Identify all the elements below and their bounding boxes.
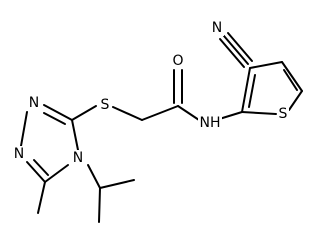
bond-isopropyl-methyl-right — [99, 179, 135, 189]
bond-nh-carbonyl — [177, 105, 200, 121]
bond-triazole-c5-n4 — [44, 164, 69, 183]
bond-cyano-triple-3 — [219, 38, 245, 68]
bond-cyano-triple-1 — [223, 35, 249, 65]
bond-s-triazole — [71, 105, 97, 121]
atom-triazole-nitrogen-bottom: N — [71, 150, 85, 166]
bond-thiophene-c4-c5 — [281, 61, 303, 92]
bond-carbonyl-ch2 — [141, 105, 179, 121]
bond-triazole-n1-c5 — [26, 161, 46, 183]
bond-triazole-n4-c3 — [71, 119, 79, 151]
atom-triazole-nitrogen-top: N — [27, 95, 41, 111]
bond-n4-isopropyl — [87, 164, 101, 189]
bond-thiophene-s-c2 — [241, 111, 277, 115]
atom-cyano-nitrogen: N — [210, 20, 224, 36]
chemical-structure-diagram: N O S S NH N N N — [12, 20, 303, 223]
bond-thiophene-c2-c3-inner — [248, 74, 256, 108]
atom-thiophene-sulfur: S — [277, 106, 289, 122]
bond-thiophene-c3-c4 — [249, 61, 283, 69]
bond-triazole-c3-n2 — [43, 104, 73, 121]
atom-thioether-sulfur: S — [99, 97, 111, 113]
bond-cyano-triple-2 — [227, 32, 253, 62]
bond-methyl — [37, 181, 46, 214]
bond-ch2-s — [112, 106, 143, 121]
bond-isopropyl-methyl-down — [98, 187, 101, 223]
bond-triazole-c3-n2-inner — [43, 112, 66, 125]
bond-thiophene-c5-s — [288, 90, 303, 111]
atom-triazole-nitrogen-left: N — [12, 146, 26, 162]
bond-skeleton — [20, 32, 303, 223]
bond-triazole-n2-n1 — [20, 111, 28, 147]
atom-amide-nh: NH — [198, 115, 222, 131]
bond-thiophene-c4-c5-inner — [283, 69, 298, 91]
bond-triazole-n1-c5-inner — [33, 159, 49, 176]
atom-carbonyl-oxygen: O — [170, 53, 186, 69]
bond-thiophene-c2-c3 — [241, 67, 251, 113]
